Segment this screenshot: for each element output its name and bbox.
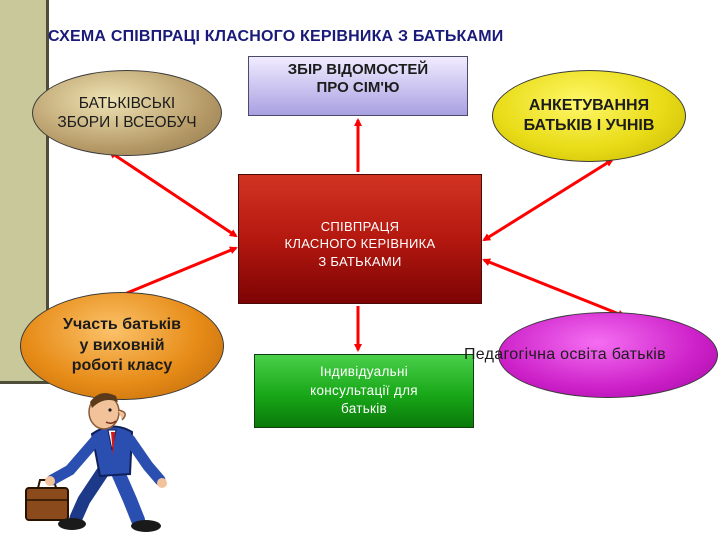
diagram-title: СХЕМА СПІВПРАЦІ КЛАСНОГО КЕРІВНИКА З БАТ…	[48, 28, 504, 45]
node-parent-participation: Участь батьків у виховній роботі класу	[20, 292, 224, 400]
arrow-center-survey	[482, 158, 614, 242]
node-family-info: ЗБІР ВІДОМОСТЕЙ ПРО СІМ'Ю	[248, 56, 468, 116]
node-pedagogical-education-label: Педагогічна освіта батьків	[464, 346, 666, 363]
node-parent-meetings: БАТЬКІВСЬКІ ЗБОРИ І ВСЕОБУЧ	[32, 70, 222, 156]
node-individual-consultations: Індивідуальні консультації для батьків	[254, 354, 474, 428]
node-survey: АНКЕТУВАННЯ БАТЬКІВ І УЧНІВ	[492, 70, 686, 162]
node-parent-participation-label: Участь батьків у виховній роботі класу	[63, 316, 181, 375]
node-family-info-label: ЗБІР ВІДОМОСТЕЙ ПРО СІМ'Ю	[287, 61, 429, 97]
side-decoration-line-horizontal	[0, 381, 49, 384]
node-cooperation-center-label: СПІВПРАЦЯ КЛАСНОГО КЕРІВНИКА З БАТЬКАМИ	[284, 218, 436, 269]
arrow-center-education	[482, 258, 626, 318]
node-survey-label: АНКЕТУВАННЯ БАТЬКІВ І УЧНІВ	[523, 97, 655, 134]
businessman-icon	[25, 393, 167, 532]
arrow-center-participation	[108, 246, 238, 302]
node-cooperation-center: СПІВПРАЦЯ КЛАСНОГО КЕРІВНИКА З БАТЬКАМИ	[238, 174, 482, 304]
node-parent-meetings-label: БАТЬКІВСЬКІ ЗБОРИ І ВСЕОБУЧ	[57, 94, 197, 131]
side-decoration-line	[46, 0, 49, 384]
node-individual-consultations-label: Індивідуальні консультації для батьків	[310, 364, 418, 417]
arrow-center-meetings	[108, 150, 238, 238]
node-pedagogical-education	[498, 312, 718, 398]
